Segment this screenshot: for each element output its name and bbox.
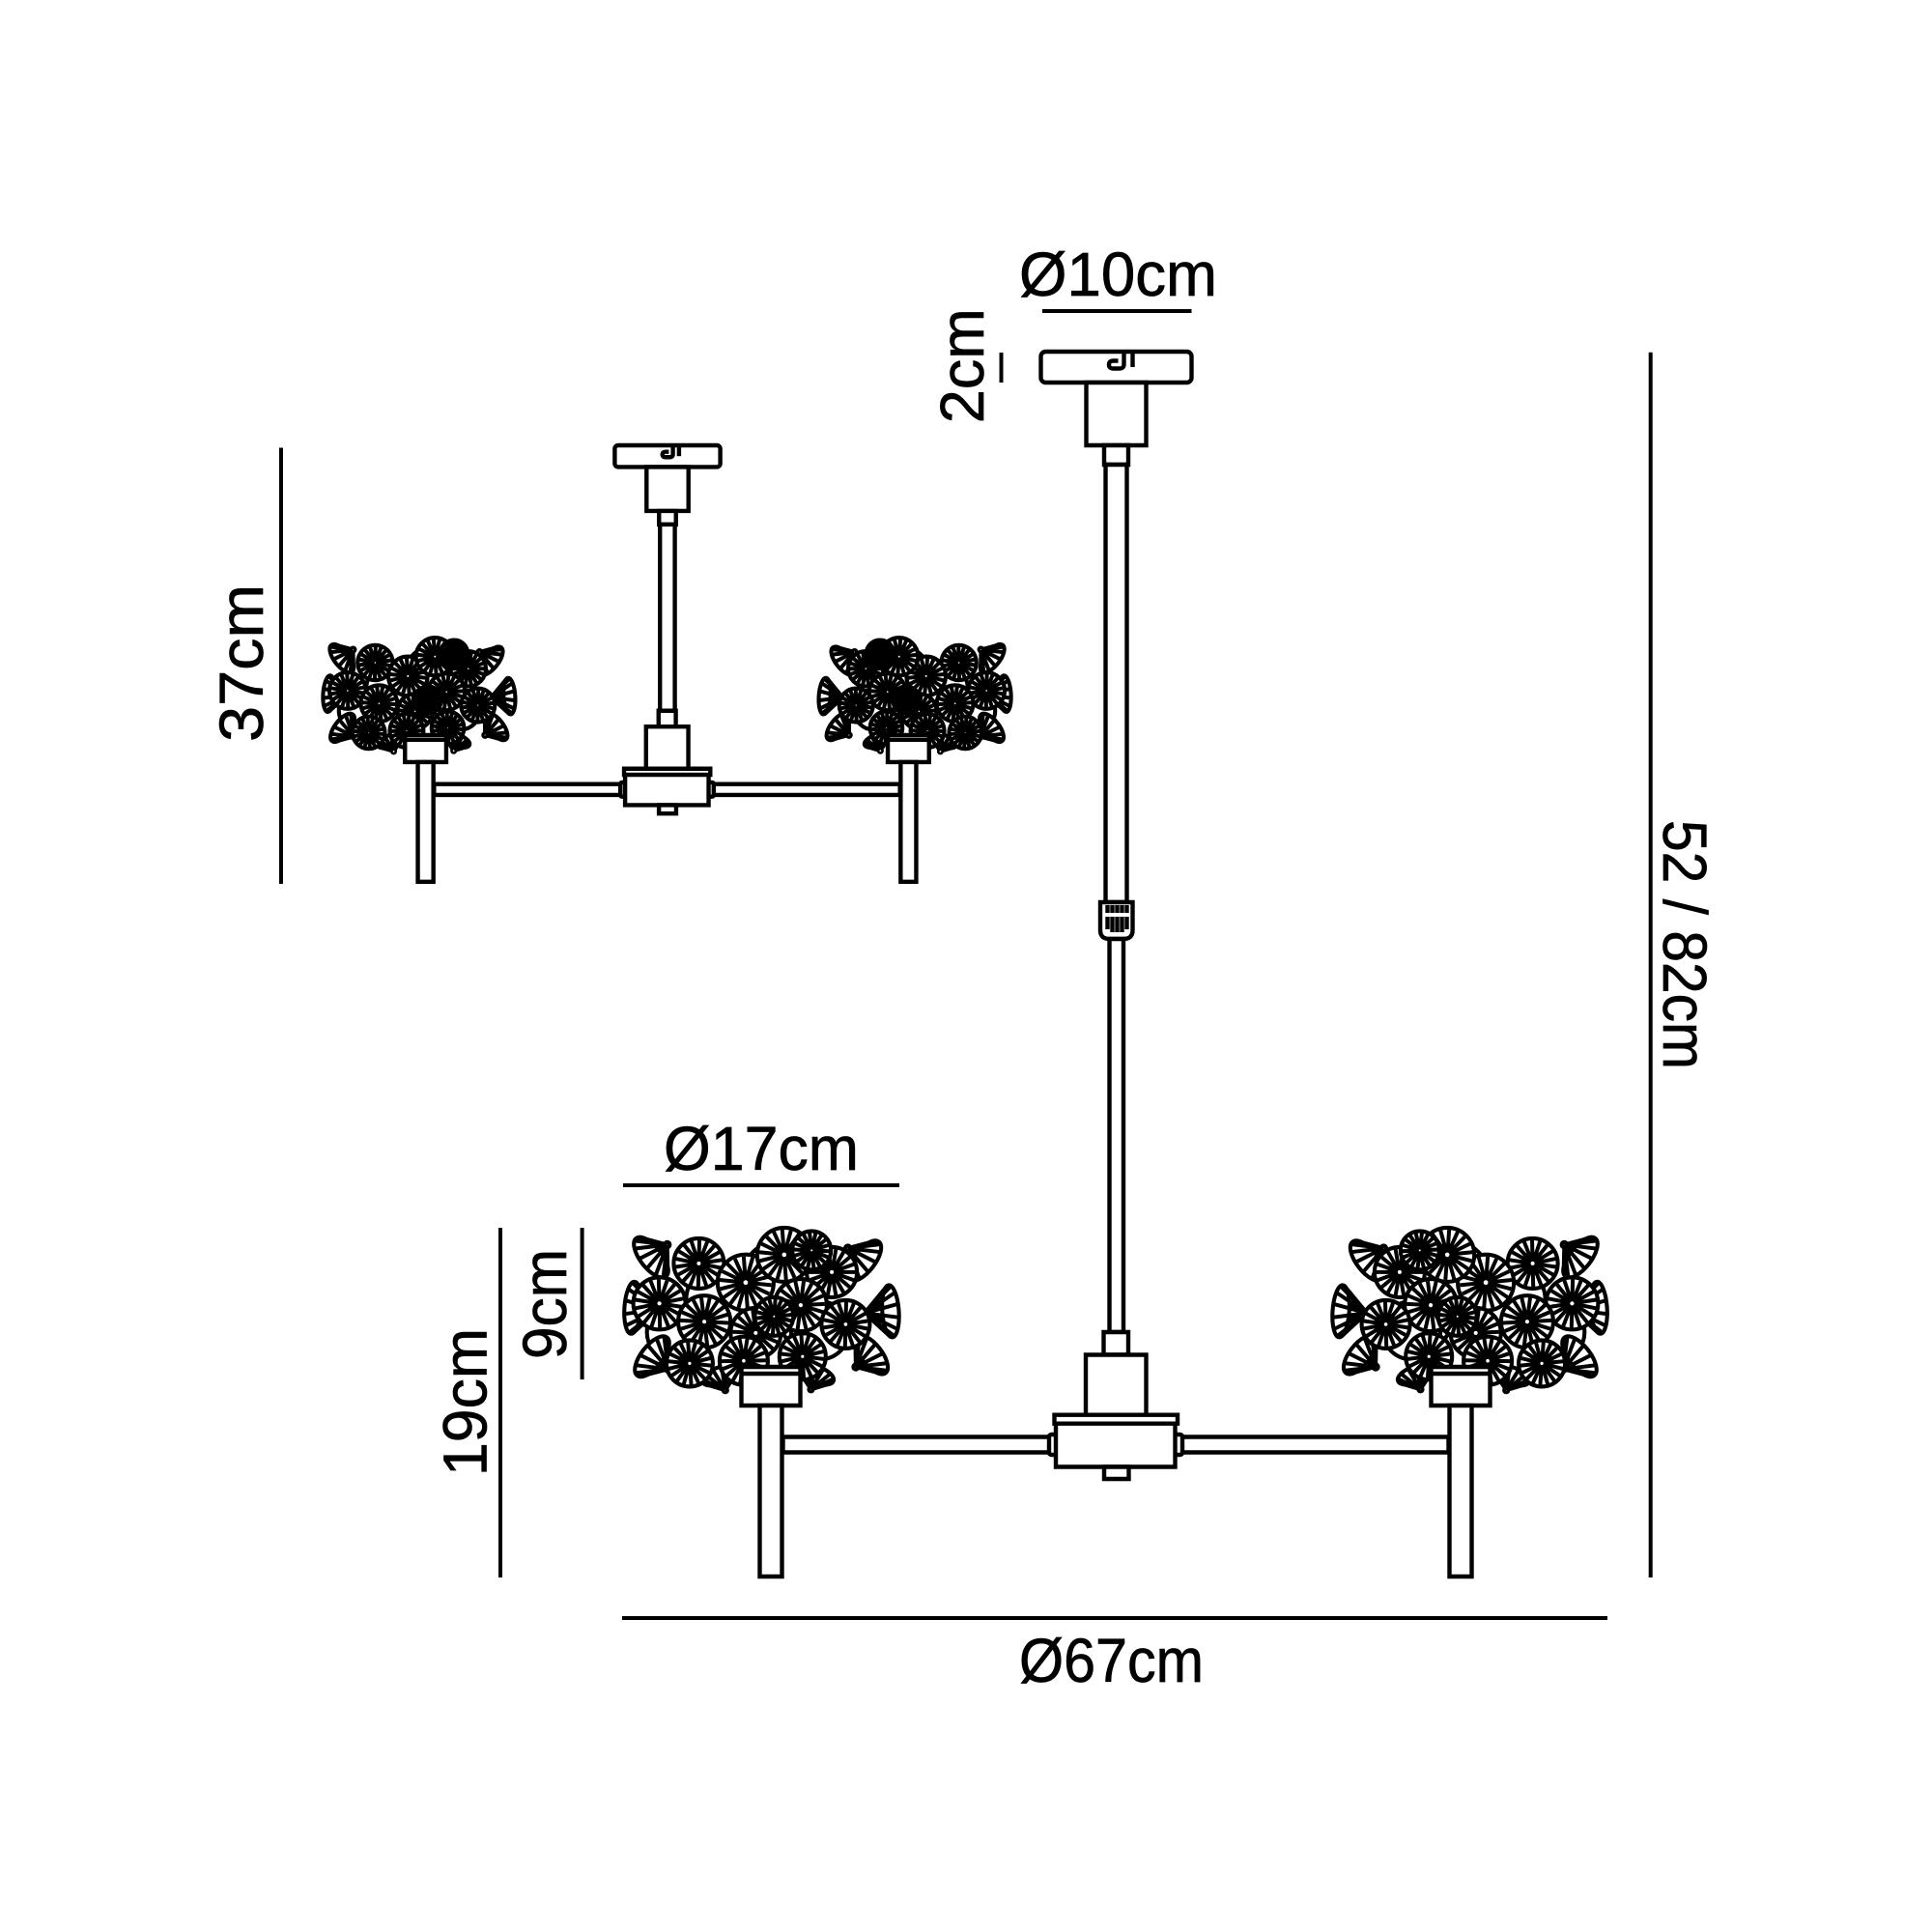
svg-text:19cm: 19cm bbox=[431, 1328, 500, 1476]
svg-text:52 / 82cm: 52 / 82cm bbox=[1650, 820, 1719, 1069]
svg-text:Ø67cm: Ø67cm bbox=[1019, 1626, 1204, 1695]
svg-text:Ø10cm: Ø10cm bbox=[1019, 240, 1217, 309]
svg-text:9cm: 9cm bbox=[510, 1249, 580, 1359]
svg-text:37cm: 37cm bbox=[207, 584, 276, 742]
svg-text:Ø17cm: Ø17cm bbox=[664, 1114, 859, 1183]
svg-text:2cm: 2cm bbox=[927, 308, 997, 423]
